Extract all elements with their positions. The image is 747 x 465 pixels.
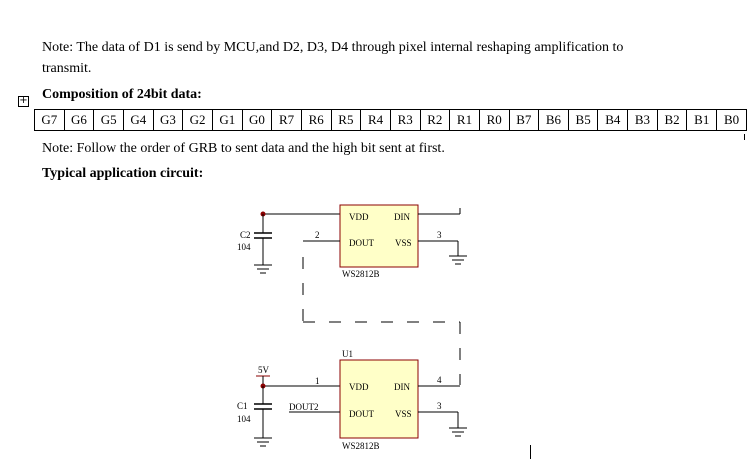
bit-cell: B0 [716,109,747,131]
note-line-1: Note: The data of D1 is send by MCU,and … [42,40,624,55]
pin-number: 3 [437,230,442,240]
cap-label: C2 [240,230,251,240]
pin-dout: DOUT [349,238,374,248]
pin-vdd: VDD [349,212,369,222]
circuit-heading: Typical application circuit: [42,166,204,181]
bit-cell: B3 [627,109,658,131]
composition-heading: Composition of 24bit data: [42,87,202,102]
chip-name: WS2812B [342,441,380,451]
chip-body [339,204,419,268]
bit-cell: R3 [389,109,421,131]
bit-cell: B6 [538,109,569,131]
bit-cell: G7 [34,109,65,131]
bit-cell: B5 [567,109,599,131]
text-cursor [530,445,531,459]
cap-label: C1 [237,401,248,411]
bit-cell: R1 [449,109,480,131]
pin-number: 4 [437,375,442,385]
ref-designator: U1 [342,349,353,359]
bit-cell: B1 [686,109,718,131]
bit-cell: G5 [93,109,124,131]
dashed-connection [302,257,461,385]
bottom-stage: U1 5V 1 C1 104 VDD DIN DOUT VSS WS2812B … [237,349,467,451]
pin-din: DIN [394,212,410,222]
note-grb-order: Note: Follow the order of GRB to sent da… [42,141,445,156]
cap-value: 104 [237,242,251,252]
bit-cell: R0 [478,109,510,131]
cap-value: 104 [237,414,251,424]
pin-number: 1 [315,376,320,386]
note-line-2: transmit. [42,61,92,76]
supply-label: 5V [258,365,270,375]
pin-vdd: VDD [349,382,369,392]
bit-cell: G6 [63,109,95,131]
chip-body [339,359,419,439]
pin-dout: DOUT [349,409,374,419]
pin-din: DIN [394,382,410,392]
bit-cell: R5 [330,109,362,131]
pin-number: 3 [437,401,442,411]
table-end-marker [744,134,745,140]
pin-vss: VSS [395,409,412,419]
net-label: DOUT2 [289,402,319,412]
top-stage: C2 104 VDD DIN DOUT VSS WS2812B 2 3 [237,204,467,279]
pin-vss: VSS [395,238,412,248]
bit-cell: R4 [360,109,391,131]
pin-number: 2 [315,230,320,240]
bit-cell: G2 [182,109,213,131]
move-handle-icon[interactable]: + [18,95,29,107]
bit-cell: B2 [656,109,688,131]
bit-cell: G1 [211,109,243,131]
chip-name: WS2812B [342,269,380,279]
bit-cell: B7 [508,109,540,131]
